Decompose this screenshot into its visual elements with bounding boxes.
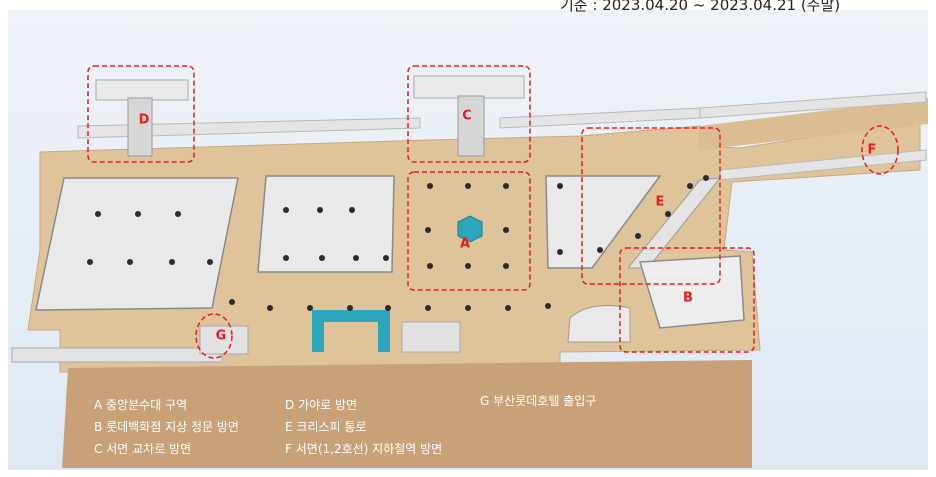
column-marker xyxy=(665,211,671,217)
center-stair xyxy=(401,321,461,353)
zone-e-label: E xyxy=(655,194,665,210)
legend-item-e: E 크리스피 통로 xyxy=(285,418,366,435)
column-marker xyxy=(503,227,509,233)
column-marker xyxy=(267,305,273,311)
column-marker xyxy=(635,233,641,239)
column-marker xyxy=(349,207,355,213)
column-marker xyxy=(229,299,235,305)
zone-a-label: A xyxy=(459,236,471,252)
legend-id: B xyxy=(94,420,103,434)
column-marker xyxy=(353,255,359,261)
column-marker xyxy=(465,305,471,311)
exit-d-stair xyxy=(127,97,153,157)
column-marker xyxy=(425,305,431,311)
column-marker xyxy=(207,259,213,265)
exit-c-structure xyxy=(413,75,525,99)
legend-item-g: G 부산롯데호텔 출입구 xyxy=(480,392,596,409)
legend-item-a: A 중앙분수대 구역 xyxy=(94,396,187,413)
column-marker xyxy=(307,305,313,311)
column-marker xyxy=(87,259,93,265)
zone-b-outline xyxy=(619,247,755,353)
exit-c-stair xyxy=(457,95,485,157)
legend-id: F xyxy=(285,442,292,456)
column-marker xyxy=(465,263,471,269)
column-marker xyxy=(465,183,471,189)
legend-description: 중앙분수대 구역 xyxy=(106,398,188,412)
column-marker xyxy=(427,263,433,269)
column-marker xyxy=(135,211,141,217)
legend-description: 가야로 방면 xyxy=(298,398,358,412)
legend-item-d: D 가야로 방면 xyxy=(285,396,357,413)
column-marker xyxy=(175,211,181,217)
column-marker xyxy=(283,207,289,213)
zone-c-label: C xyxy=(462,108,472,124)
store-block-east xyxy=(545,175,662,269)
lower-plaza xyxy=(62,360,752,468)
legend-id: G xyxy=(480,394,490,408)
zone-a-outline xyxy=(407,171,531,291)
column-marker xyxy=(95,211,101,217)
column-marker xyxy=(425,227,431,233)
floor-east-corridor xyxy=(700,98,928,150)
column-marker xyxy=(319,255,325,261)
exit-d-structure xyxy=(95,79,189,101)
column-marker xyxy=(597,247,603,253)
legend-id: E xyxy=(285,420,293,434)
column-marker xyxy=(427,183,433,189)
zone-d-label: D xyxy=(138,112,150,128)
column-marker xyxy=(283,255,289,261)
store-block-west xyxy=(35,177,239,311)
legend-id: C xyxy=(94,442,103,456)
zone-c-outline xyxy=(407,65,531,163)
south-ledge xyxy=(11,347,223,363)
legend-description: 크리스피 통로 xyxy=(296,420,367,434)
column-marker xyxy=(503,263,509,269)
column-marker xyxy=(557,249,563,255)
east-corridor-wall xyxy=(699,91,927,119)
column-marker xyxy=(385,305,391,311)
legend-description: 서면(1,2호선) 지하철역 방면 xyxy=(295,442,443,456)
column-markers xyxy=(87,175,709,311)
column-marker xyxy=(347,305,353,311)
north-wall xyxy=(77,117,421,139)
water-channel xyxy=(312,310,390,352)
legend-item-c: C 서면 교차로 방면 xyxy=(94,440,191,457)
column-marker xyxy=(503,183,509,189)
column-marker xyxy=(505,305,511,311)
zone-f-outline xyxy=(861,125,899,175)
legend-description: 롯데백화점 지상 정문 방면 xyxy=(106,420,239,434)
west-stair xyxy=(199,325,249,355)
column-marker xyxy=(703,175,709,181)
store-b-building xyxy=(639,255,745,329)
column-marker xyxy=(169,259,175,265)
legend-description: 부산롯데호텔 출입구 xyxy=(493,394,597,408)
southeast-wall xyxy=(567,305,631,343)
zone-d-outline xyxy=(87,65,195,163)
column-marker xyxy=(557,183,563,189)
column-marker xyxy=(545,303,551,309)
fountain-pool xyxy=(457,215,483,243)
zone-g-outline xyxy=(195,313,233,359)
zone-f-label: F xyxy=(867,142,877,158)
column-marker xyxy=(317,207,323,213)
column-marker xyxy=(383,255,389,261)
column-marker xyxy=(687,183,693,189)
zone-b-label: B xyxy=(683,290,693,306)
legend-id: D xyxy=(285,398,295,412)
legend-item-b: B 롯데백화점 지상 정문 방면 xyxy=(94,418,239,435)
zone-g-label: G xyxy=(215,328,227,344)
legend-id: A xyxy=(94,398,103,412)
legend-description: 서면 교차로 방면 xyxy=(106,442,192,456)
store-block-center xyxy=(257,175,395,273)
date-range-caption: 기준 : 2023.04.20 ~ 2023.04.21 (주말) xyxy=(560,0,841,14)
column-marker xyxy=(127,259,133,265)
legend-item-f: F 서면(1,2호선) 지하철역 방면 xyxy=(285,440,442,457)
